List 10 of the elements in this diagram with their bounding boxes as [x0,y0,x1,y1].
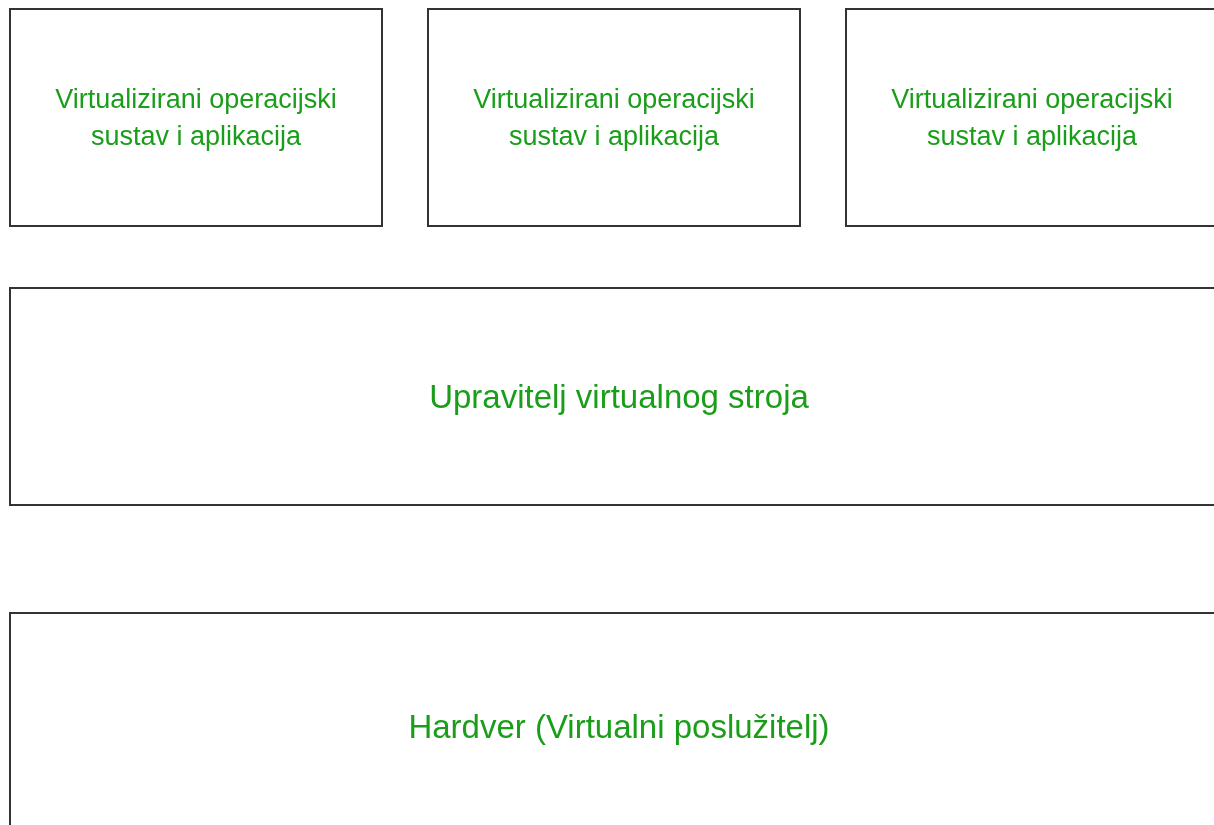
box-label: Virtualizirani operacijski sustav i aplikacija [890,82,1174,153]
box-label: Upravitelj virtualnog stroja [429,376,809,417]
layer-box [845,8,1214,227]
layer-box [9,287,1214,506]
box-label: Virtualizirani operacijski sustav i aplikacija [472,82,756,153]
box-label: Virtualizirani operacijski sustav i aplikacija [54,82,338,153]
box-label: Hardver (Virtualni poslužitelj) [408,707,830,747]
layer-box [9,612,1214,825]
layer-box [9,8,383,227]
layer-box [427,8,801,227]
